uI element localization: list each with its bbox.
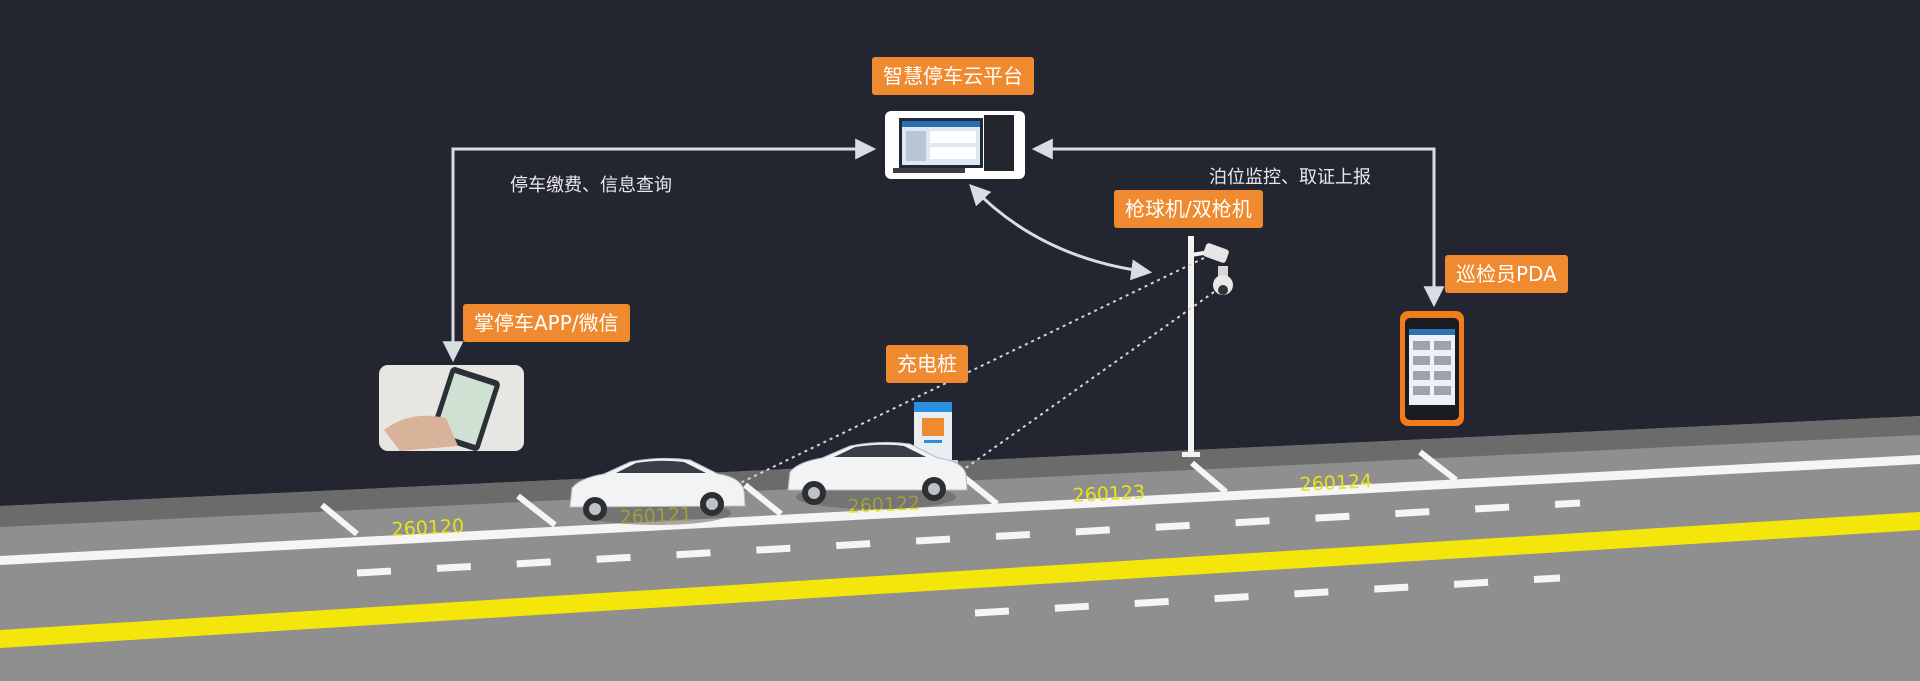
pda-label: 巡检员PDA: [1445, 255, 1568, 293]
lane-dashes-2: [974, 574, 1561, 617]
charger-label: 充电桩: [886, 345, 968, 383]
camera-label: 枪球机/双枪机: [1114, 190, 1263, 228]
arrow-platform-pda: [1031, 138, 1445, 308]
flow-label-payment: 停车缴费、信息查询: [510, 175, 672, 196]
parking-space-number: 260124: [1299, 470, 1373, 496]
camera-coverage: [737, 257, 1215, 485]
arrow-platform-camera: [969, 183, 1153, 281]
car-icon: [569, 457, 746, 525]
camera-pole-icon: [1182, 236, 1233, 457]
flow-label-monitor: 泊位监控、取证上报: [1209, 167, 1371, 188]
arrow-app-platform: [442, 138, 877, 363]
flow-arrows: [442, 138, 1445, 363]
parking-space-number: 260123: [1072, 481, 1146, 507]
center-line: [0, 512, 1920, 648]
app-label: 掌停车APP/微信: [463, 304, 630, 342]
parking-space-number: 260120: [391, 515, 465, 541]
road: [0, 416, 1920, 681]
edge-line: [0, 455, 1920, 565]
parking-dividers: [320, 449, 1458, 537]
car-icon: [787, 441, 968, 509]
computer-icon: [885, 111, 1025, 179]
phone-map-icon: [379, 365, 524, 451]
platform-label: 智慧停车云平台: [872, 57, 1034, 95]
pda-device-icon: [1400, 311, 1464, 426]
